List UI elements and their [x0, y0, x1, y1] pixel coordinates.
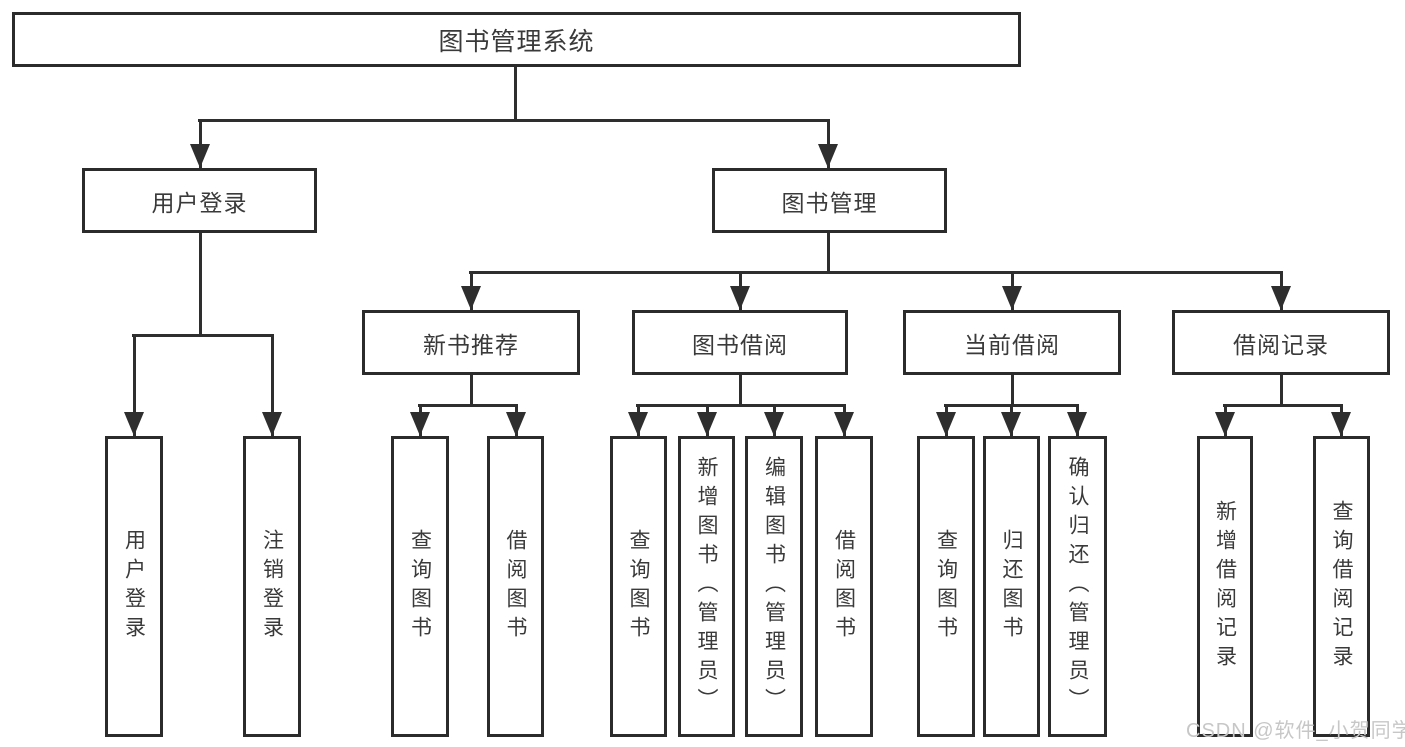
- node-current-borrowing: 当前借阅: [903, 310, 1121, 375]
- leaf-cb-return-books: 归还图书: [983, 436, 1040, 737]
- connector-line: [1280, 375, 1283, 407]
- arrow-down-icon: [1001, 412, 1021, 436]
- arrow-down-icon: [190, 144, 210, 168]
- connector-line: [132, 334, 274, 337]
- node-new-book-recommend: 新书推荐: [362, 310, 580, 375]
- connector-line: [514, 67, 517, 121]
- connector-line: [827, 119, 830, 168]
- node-root: 图书管理系统: [12, 12, 1021, 67]
- arrow-down-icon: [628, 412, 648, 436]
- connector-line: [470, 375, 473, 407]
- connector-line: [199, 119, 202, 168]
- arrow-down-icon: [818, 144, 838, 168]
- connector-line: [636, 404, 846, 407]
- arrow-down-icon: [730, 286, 750, 310]
- leaf-nb-borrow-books: 借阅图书: [487, 436, 544, 737]
- node-book-borrowing: 图书借阅: [632, 310, 848, 375]
- arrow-down-icon: [506, 412, 526, 436]
- arrow-down-icon: [410, 412, 430, 436]
- connector-line: [827, 233, 830, 274]
- leaf-logout: 注销登录: [243, 436, 301, 737]
- arrow-down-icon: [262, 412, 282, 436]
- arrow-down-icon: [1067, 412, 1087, 436]
- arrow-down-icon: [1331, 412, 1351, 436]
- leaf-br-add-record: 新增借阅记录: [1197, 436, 1253, 737]
- leaf-cb-query-books: 查询图书: [917, 436, 975, 737]
- leaf-user-login: 用户登录: [105, 436, 163, 737]
- arrow-down-icon: [834, 412, 854, 436]
- csdn-watermark: CSDN @软件_小贺同学: [1186, 720, 1405, 742]
- arrow-down-icon: [461, 286, 481, 310]
- connector-line: [469, 271, 1283, 274]
- leaf-cb-confirm-return-admin: 确认归还（管理员）: [1048, 436, 1107, 737]
- leaf-nb-query-books: 查询图书: [391, 436, 449, 737]
- connector-line: [199, 233, 202, 337]
- connector-line: [418, 404, 518, 407]
- leaf-bb-borrow-books: 借阅图书: [815, 436, 873, 737]
- arrow-down-icon: [1002, 286, 1022, 310]
- leaf-bb-add-books-admin: 新增图书（管理员）: [678, 436, 735, 737]
- arrow-down-icon: [1215, 412, 1235, 436]
- node-borrowing-records: 借阅记录: [1172, 310, 1390, 375]
- connector-line: [133, 334, 136, 436]
- connector-line: [271, 334, 274, 436]
- connector-line: [198, 119, 830, 122]
- arrow-down-icon: [764, 412, 784, 436]
- connector-line: [739, 375, 742, 407]
- arrow-down-icon: [936, 412, 956, 436]
- arrow-down-icon: [1271, 286, 1291, 310]
- connector-line: [1011, 375, 1014, 407]
- leaf-bb-edit-books-admin: 编辑图书（管理员）: [745, 436, 803, 737]
- connector-line: [1223, 404, 1343, 407]
- node-user-login-module: 用户登录: [82, 168, 317, 233]
- leaf-br-query-record: 查询借阅记录: [1313, 436, 1370, 737]
- leaf-bb-query-books: 查询图书: [610, 436, 667, 737]
- node-book-management: 图书管理: [712, 168, 947, 233]
- arrow-down-icon: [697, 412, 717, 436]
- arrow-down-icon: [124, 412, 144, 436]
